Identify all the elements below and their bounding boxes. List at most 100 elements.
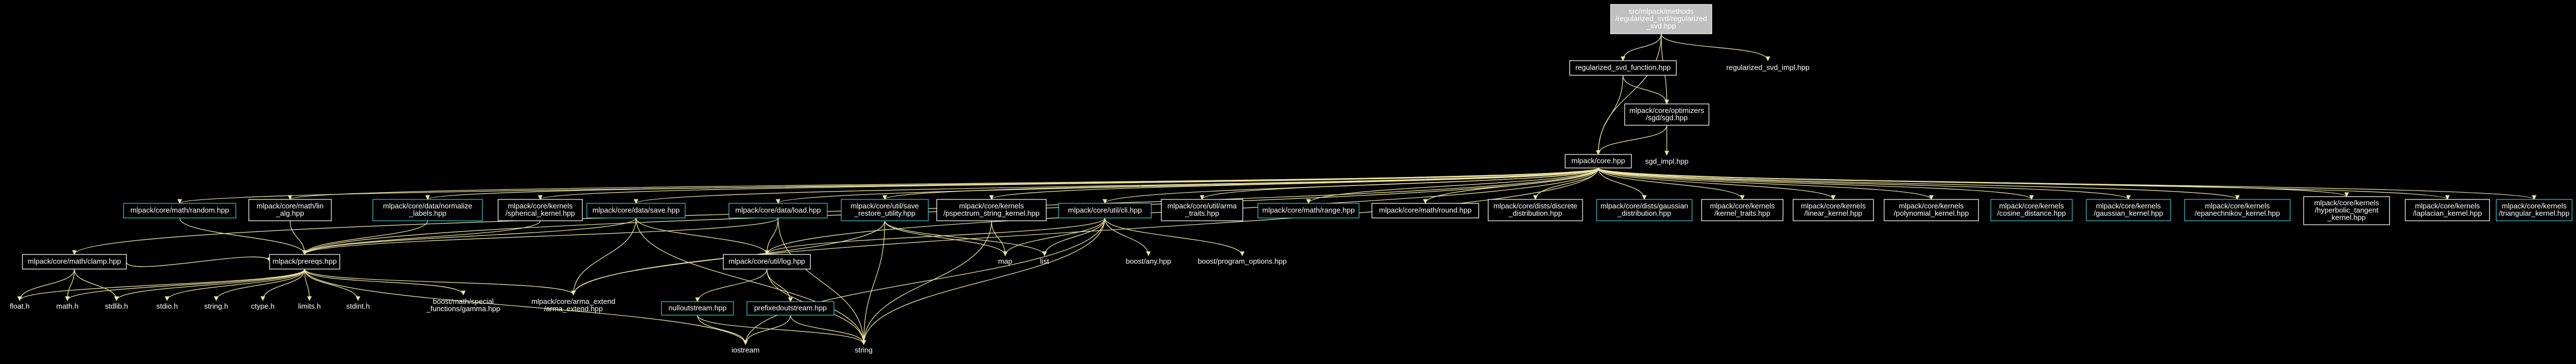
node-prereqs[interactable]: mlpack/prereqs.hpp [269,254,340,270]
node-lin-alg[interactable]: mlpack/core/math/lin_alg.hpp [248,199,332,221]
node-arma-extend[interactable]: mlpack/core/arma_extend/arma_extend.hpp [531,297,615,313]
node-triangular[interactable]: mlpack/core/kernels/triangular_kernel.hp… [2496,199,2573,221]
node-boost-po[interactable]: boost/program_options.hpp [1198,257,1287,266]
node-box [1488,199,1583,221]
node-kernel-traits[interactable]: mlpack/core/kernels/kernel_traits.hpp [1701,199,1784,221]
edge-prereqs-to-limits [304,269,312,301]
node-label: prefixedoutstream.hpp [754,304,827,312]
node-clamp[interactable]: mlpack/core/math/clamp.hpp [22,254,127,270]
node-boost-any[interactable]: boost/any.hpp [1126,257,1171,266]
node-save-restore[interactable]: mlpack/core/util/save_restore_utility.hp… [841,199,929,221]
node-sgd[interactable]: mlpack/core/optimizers/sgd/sgd.hpp [1624,103,1709,126]
node-limits[interactable]: limits.h [298,302,321,311]
edge-cli-to-list [1042,217,1106,256]
node-gaussian-kernel[interactable]: mlpack/core/kernels/gaussian_kernel.hpp [2086,199,2171,221]
edge-prereqs-to-iostream [304,269,748,345]
node-poly-kernel[interactable]: mlpack/core/kernels/polynomial_kernel.hp… [1884,199,1979,221]
node-label: float.h [10,302,29,311]
node-normalize[interactable]: mlpack/core/data/normalize_labels.hpp [372,199,483,221]
edge-root-to-rsvd_fn [1620,33,1662,61]
node-string-h[interactable]: string.h [204,302,229,311]
node-root[interactable]: src/mlpack/methods/regularized_svd/regul… [1610,4,1712,34]
edge-core-to-cosine [1598,167,2034,200]
node-box [2086,199,2171,221]
node-rsvd-fn[interactable]: regularized_svd_function.hpp [1569,60,1677,76]
edge-core-to-triangular [1598,167,2537,200]
node-math[interactable]: math.h [56,302,79,311]
node-gaussian-dist[interactable]: mlpack/core/dists/gaussian_distribution.… [1596,199,1693,221]
node-stdlib[interactable]: stdlib.h [105,302,128,311]
node-string[interactable]: string [855,346,873,354]
node-laplacian[interactable]: mlpack/core/kernels/laplacian_kernel.hpp [2405,199,2490,221]
node-box [1793,199,1874,221]
node-label: sgd_impl.hpp [1645,157,1688,166]
node-label: mlpack/core/kernels [2314,199,2379,207]
node-gamma[interactable]: boost/math/special_functions/gamma.hpp [426,297,500,313]
edge-nullout-to-iostream [697,315,748,345]
node-core[interactable]: mlpack/core.hpp [1565,154,1632,169]
edge-log-to-nullout [695,269,768,302]
node-prefixed[interactable]: prefixedoutstream.hpp [746,301,835,316]
node-label: stdio.h [156,302,177,311]
edge-save_restore-to-list [884,220,1047,256]
edge-core-to-random [177,167,1599,204]
node-stdio[interactable]: stdio.h [156,302,177,311]
node-label: string [855,346,873,354]
node-load[interactable]: mlpack/core/data/load.hpp [728,203,828,219]
node-map[interactable]: map [998,257,1012,266]
node-pspectrum[interactable]: mlpack/core/kernels/pspectrum_string_ker… [936,199,1047,221]
edge-core-to-arma_traits [1200,167,1599,200]
node-epan[interactable]: mlpack/core/kernels/epanechnikov_kernel.… [2184,199,2291,221]
edge-prereqs-to-arma_extend [304,269,576,295]
dependency-nodes: src/mlpack/methods/regularized_svd/regul… [10,4,2573,354]
node-box [2496,199,2573,221]
node-float[interactable]: float.h [10,302,29,311]
node-label: /regularized_svd/regularized [1615,15,1707,23]
node-label: boost/program_options.hpp [1198,257,1287,266]
node-arma-traits[interactable]: mlpack/core/util/arma_traits.hpp [1161,199,1243,221]
node-cli[interactable]: mlpack/core/util/cli.hpp [1058,203,1152,219]
edge-prereqs-to-math [65,269,306,301]
edge-root-to-core [1595,33,1662,155]
node-label: mlpack/core/dists/discrete [1493,202,1577,210]
dependency-edges [17,33,2537,345]
node-label: /spherical_kernel.hpp [505,209,575,217]
node-label: mlpack/core/kernels [508,202,573,210]
node-rsvd-impl[interactable]: regularized_svd_impl.hpp [1726,63,1809,72]
edge-save-to-prereqs [302,217,637,255]
node-range[interactable]: mlpack/core/math/range.hpp [1257,203,1360,219]
node-box [1624,103,1709,126]
node-label: mlpack/core/util/log.hpp [728,257,805,266]
edge-cli-to-map [1002,217,1106,256]
node-stdint[interactable]: stdint.h [346,302,370,311]
node-box [936,199,1047,221]
node-label: _functions/gamma.hpp [426,304,500,313]
node-log[interactable]: mlpack/core/util/log.hpp [723,254,811,270]
node-label: _kernel.hpp [2327,213,2366,222]
node-nullout[interactable]: nulloutstream.hpp [661,301,734,316]
node-box [1371,203,1479,219]
node-spherical[interactable]: mlpack/core/kernels/spherical_kernel.hpp [498,199,583,221]
node-sgd-impl[interactable]: sgd_impl.hpp [1645,157,1688,166]
node-label: mlpack/core/kernels [1899,202,1964,210]
node-iostream[interactable]: iostream [732,346,760,354]
edge-core-to-save_restore [882,167,1599,200]
edge-core-to-kernel_traits [1598,167,1745,200]
node-label: /gaussian_kernel.hpp [2094,209,2163,217]
edge-core-to-save [633,167,1599,204]
edge-core-to-spherical [538,167,1599,200]
node-linear-kernel[interactable]: mlpack/core/kernels/linear_kernel.hpp [1793,199,1874,221]
node-ctype[interactable]: ctype.h [251,302,275,311]
node-hyper-tan[interactable]: mlpack/core/kernels/hyperbolic_tangent_k… [2303,196,2390,225]
edge-core-to-linear_kernel [1598,167,1836,200]
node-list[interactable]: list [1040,257,1049,266]
node-box [1058,203,1152,219]
node-save[interactable]: mlpack/core/data/save.hpp [586,203,686,219]
node-cosine[interactable]: mlpack/core/kernels/cosine_distance.hpp [1990,199,2073,221]
node-random[interactable]: mlpack/core/math/random.hpp [123,203,236,219]
node-box [1565,154,1632,169]
edge-prereqs-to-float [17,269,306,301]
node-round[interactable]: mlpack/core/math/round.hpp [1371,203,1479,219]
node-discrete[interactable]: mlpack/core/dists/discrete_distribution.… [1488,199,1583,221]
